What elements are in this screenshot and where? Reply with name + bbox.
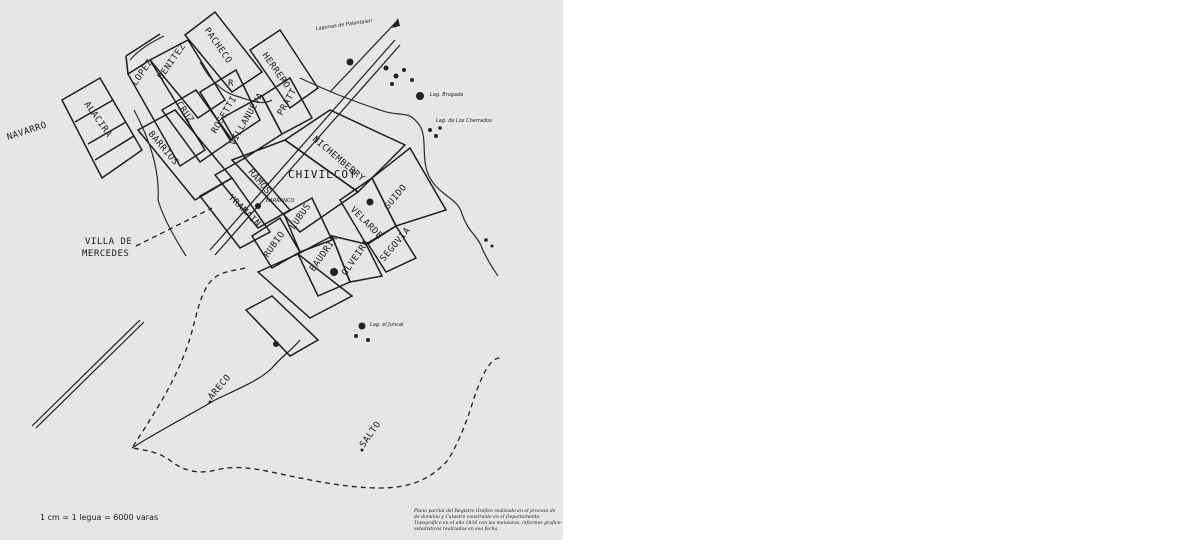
label-laguna-brogada: Lag. Brogada [430,92,463,98]
note-line-1: Plano parcial del Registro Gráfico reali… [413,507,556,514]
note-line-2: de dominio y Catastro construido en el D… [414,514,540,520]
lagoons [255,58,494,347]
plot-yramain [198,177,272,249]
creek [129,35,273,104]
plot-lubus [283,196,334,253]
plot-lopez [126,58,207,168]
plot-alacira [61,76,143,180]
label-salto: SALTO [358,420,383,450]
stream-west [133,109,187,257]
label-lopez: LOPEZ [130,58,155,88]
areco-road [131,339,301,449]
scale-label: 1 cm = 1 legua = 6000 varas [40,513,158,522]
plot-pacheco [183,10,264,93]
label-laguna-cherrados: Lag. de Los Cherrados [436,118,492,124]
label-lubus: LUBUS [288,202,313,232]
river [299,77,499,277]
note-line-3: Topográfico en el año 1836 con las mensu… [414,519,562,526]
map-panel: PACHECO HERRERO LOPEZ BENITEZ CRUZ ROSET… [0,0,563,540]
plot-guido [371,146,448,227]
label-villa-de: VILLA DE [85,237,132,247]
plot-herrero [248,28,320,110]
plot-cruz [160,89,234,164]
label-lagunas: Lagunas de Palantalen [315,18,372,32]
plot-town [230,139,360,233]
label-ramos: RAMOS [246,168,273,197]
main-road [209,39,401,256]
partido-boundary [130,267,503,489]
label-yramain: YRAMAIN [226,193,262,229]
label-olveira: OLVEIRA [340,238,372,278]
plot-lower-a [256,253,354,319]
map-note: Plano parcial del Registro Gráfico reali… [413,507,562,532]
label-mercedes: MERCEDES [82,249,129,259]
note-line-4: estadísticos realizados en esa fecha. [414,525,499,532]
plot-pratt [261,76,314,136]
north-arrow [329,18,400,93]
label-navarro: NAVARRO [6,121,48,143]
historical-map: PACHECO HERRERO LOPEZ BENITEZ CRUZ ROSET… [6,10,562,532]
label-barranco: BARRANCO [266,198,294,204]
scale-arrow [31,319,145,429]
plot-rosetti [198,68,261,142]
label-r: R [228,79,234,89]
label-alacira: ALACIRA [82,100,114,140]
plot-segovia [366,224,418,273]
plot-olveira [330,234,384,283]
label-guido: GUIDO [383,183,410,212]
label-laguna-junta: Lag. el Juncal [370,322,404,328]
town-label: CHIVILCOY [288,168,357,181]
mercedes-line [135,207,213,247]
plot-lower-b [244,295,320,357]
land-plots [61,10,448,357]
